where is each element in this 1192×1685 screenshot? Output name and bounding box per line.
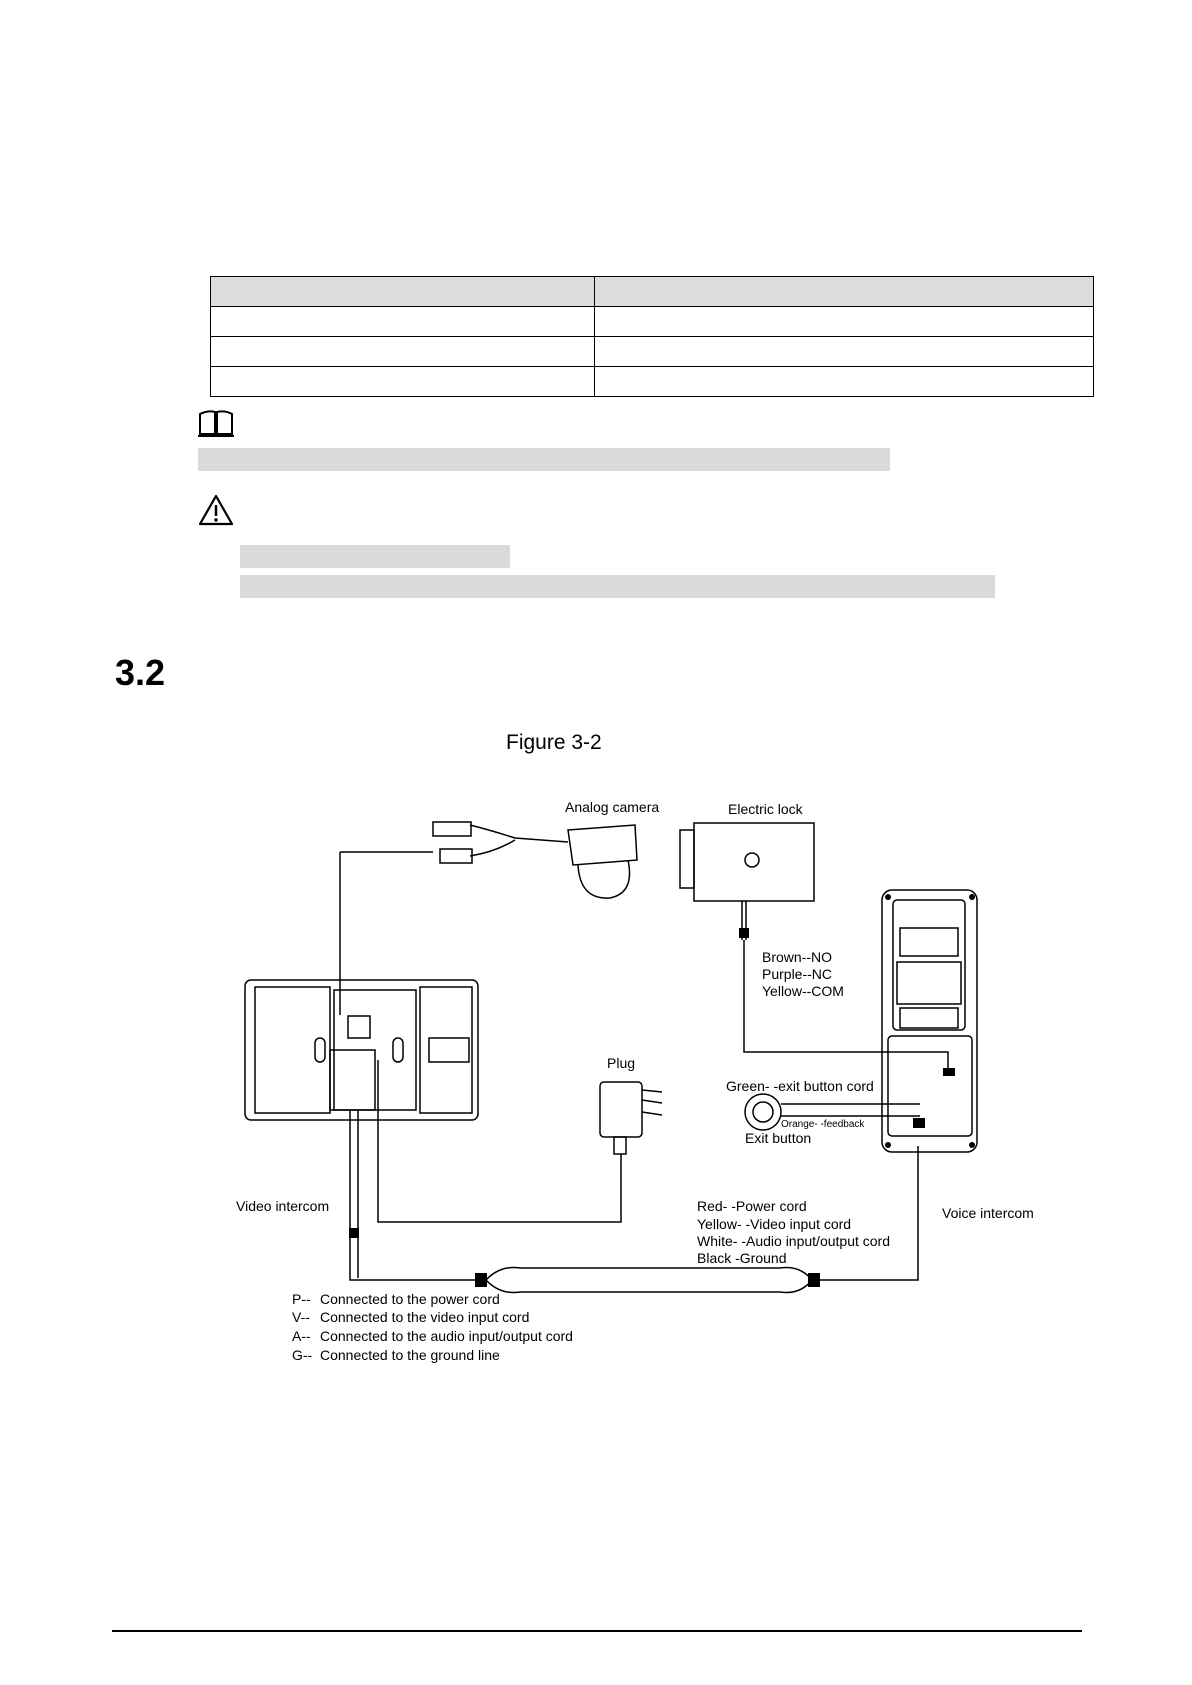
plug-cable bbox=[377, 1060, 622, 1223]
label-yellow-video: Yellow- -Video input cord bbox=[697, 1216, 851, 1232]
electric-lock-body bbox=[693, 822, 815, 902]
section-number: 3.2 bbox=[115, 652, 166, 693]
label-exit-button: Exit button bbox=[745, 1130, 811, 1146]
legend-text: Connected to the video input cord bbox=[320, 1309, 529, 1325]
label-lock-brown: Brown--NO bbox=[762, 949, 832, 965]
label-green-exit: Green- -exit button cord bbox=[726, 1078, 874, 1094]
legend-text: Connected to the audio input/output cord bbox=[320, 1328, 573, 1344]
legend-key: P-- bbox=[292, 1291, 311, 1307]
main-cable bbox=[349, 1110, 478, 1281]
video-intercom-body bbox=[244, 979, 479, 1121]
power-plug-body bbox=[599, 1081, 643, 1138]
cable-bundle bbox=[484, 1266, 813, 1294]
warning-text-placeholder bbox=[240, 545, 510, 568]
wire-connector bbox=[475, 1273, 487, 1287]
legend-text: Connected to the power cord bbox=[320, 1291, 500, 1307]
figure-caption: Figure 3-2 bbox=[506, 731, 602, 754]
legend-text: Connected to the ground line bbox=[320, 1347, 500, 1363]
main-cable bbox=[820, 1146, 919, 1281]
label-voice-intercom: Voice intercom bbox=[942, 1205, 1034, 1221]
table-cell bbox=[210, 366, 595, 397]
table-cell bbox=[594, 366, 1094, 397]
voice-intercom-body bbox=[881, 889, 978, 1153]
warning-icon bbox=[198, 494, 234, 526]
footer-rule bbox=[112, 1630, 1082, 1632]
table-row bbox=[210, 306, 1094, 337]
terminal-connector bbox=[943, 1068, 955, 1076]
legend-key: G-- bbox=[292, 1347, 313, 1363]
warning-text-placeholder bbox=[240, 575, 995, 598]
legend-key: V-- bbox=[292, 1309, 310, 1325]
label-lock-yellow: Yellow--COM bbox=[762, 983, 844, 999]
table-header-cell bbox=[210, 276, 595, 307]
spec-table bbox=[210, 276, 1094, 397]
exit-button-outer bbox=[744, 1093, 782, 1131]
analog-camera-body bbox=[567, 824, 638, 866]
label-analog-camera: Analog camera bbox=[565, 799, 659, 815]
label-red-power: Red- -Power cord bbox=[697, 1198, 807, 1214]
camera-power-connector bbox=[439, 848, 473, 864]
label-lock-purple: Purple--NC bbox=[762, 966, 832, 982]
label-white-audio: White- -Audio input/output cord bbox=[697, 1233, 890, 1249]
label-plug: Plug bbox=[607, 1055, 635, 1071]
note-text-placeholder bbox=[198, 448, 890, 471]
terminal-connector bbox=[913, 1118, 925, 1128]
lock-connector bbox=[739, 928, 749, 938]
note-book-icon bbox=[198, 410, 234, 437]
analog-camera-dome bbox=[577, 859, 631, 899]
table-cell bbox=[594, 306, 1094, 337]
label-electric-lock: Electric lock bbox=[728, 801, 804, 817]
label-black-ground: Black -Ground bbox=[697, 1250, 786, 1266]
label-video-intercom: Video intercom bbox=[236, 1198, 329, 1214]
camera-cable bbox=[469, 824, 569, 843]
electric-lock-keyhole bbox=[744, 852, 760, 868]
camera-cable bbox=[469, 839, 516, 857]
wire-connector bbox=[349, 1228, 359, 1238]
electric-lock-faceplate bbox=[679, 829, 695, 889]
camera-rca-connector bbox=[432, 821, 472, 837]
legend-key: A-- bbox=[292, 1328, 311, 1344]
label-orange-feedback: Orange- -feedback bbox=[781, 1119, 865, 1130]
exit-button-inner bbox=[752, 1101, 774, 1123]
table-row bbox=[210, 366, 1094, 397]
lock-cable bbox=[743, 940, 949, 1070]
wire-connector bbox=[808, 1273, 820, 1287]
table-row bbox=[210, 336, 1094, 367]
